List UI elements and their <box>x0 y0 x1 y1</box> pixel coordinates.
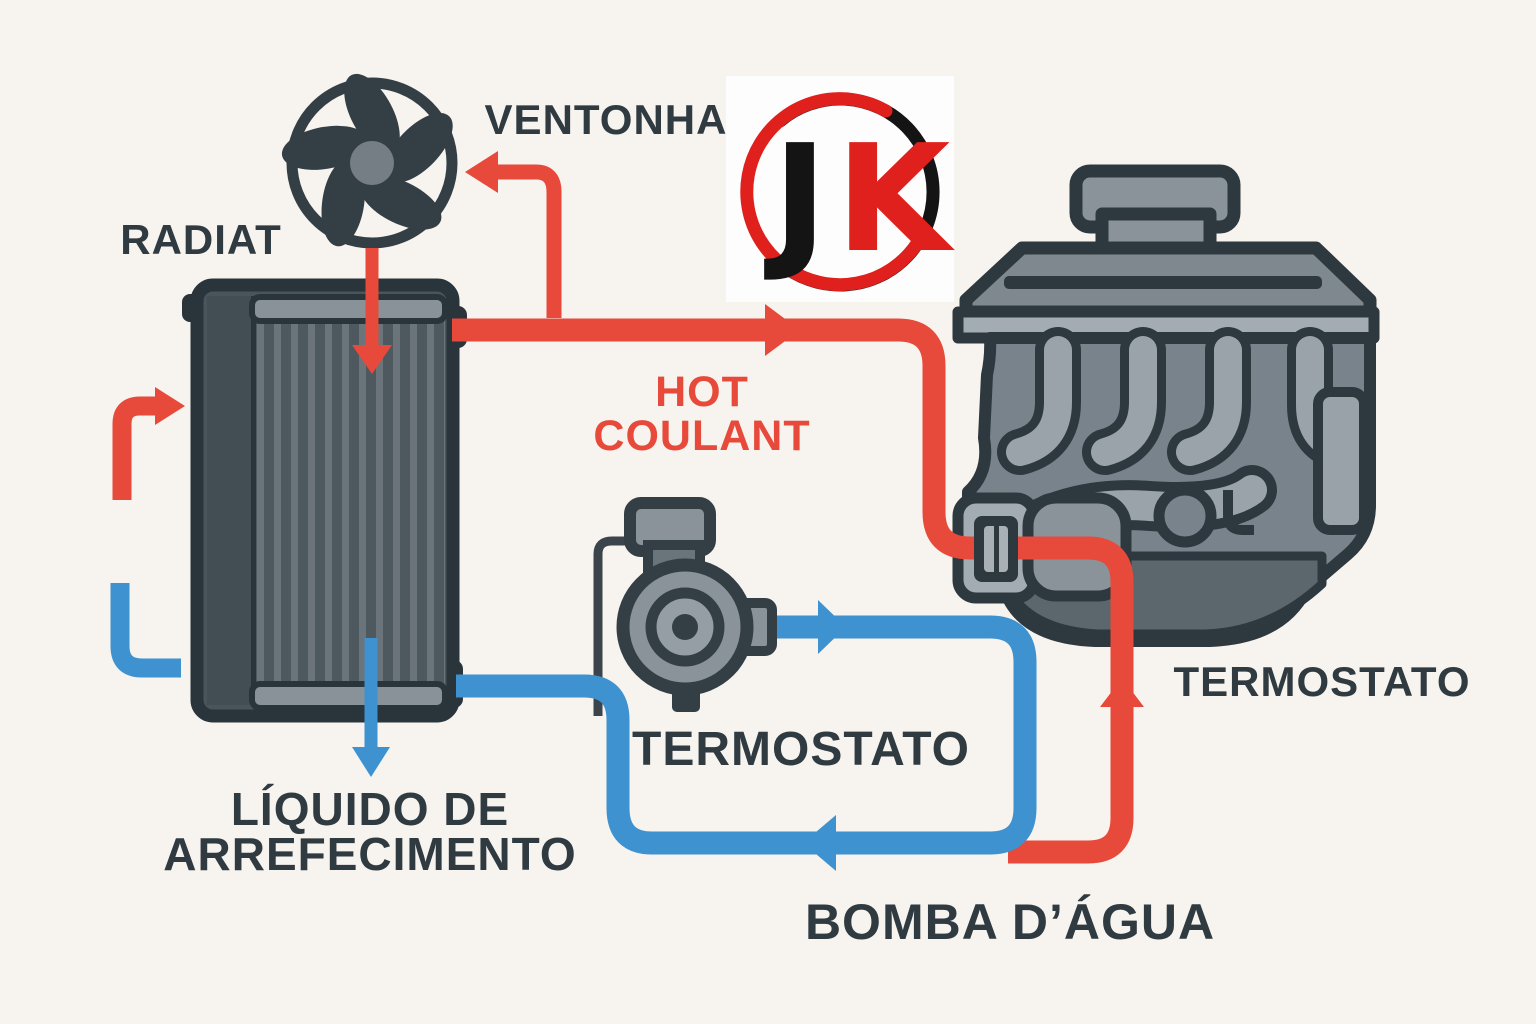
radiator-outlet-air-arrow <box>110 583 181 678</box>
hot-coolant-label-line1: HOT <box>655 368 749 416</box>
fan-feed-arrow <box>465 151 562 318</box>
hot-flow-arrow <box>765 304 800 356</box>
water-pump-label: BOMBA D’ÁGUA <box>804 894 1216 950</box>
thermostat-center-label: TERMOSTATO <box>632 723 970 776</box>
pump-bracket <box>593 536 633 716</box>
radiator-inlet-air-arrow <box>112 387 185 500</box>
hot-flow-arrow <box>1100 678 1144 707</box>
water-pump-icon <box>616 497 777 712</box>
jk-logo: J K <box>726 76 956 302</box>
logo-red-arc <box>740 92 923 292</box>
cold-flow-arrow <box>818 600 846 654</box>
coolant-liquid-arrow <box>352 638 390 777</box>
thermostat-right-label: TERMOSTATO <box>1173 658 1471 705</box>
cold-coolant-pipe <box>456 600 1037 871</box>
hot-coolant-pipe <box>452 304 1144 864</box>
fan-to-radiator-arrow <box>352 248 392 374</box>
cold-flow-arrow <box>803 815 836 871</box>
engine-inlet-flange <box>974 516 1018 582</box>
hot-coolant-label-line2: COULANT <box>593 412 811 460</box>
coolant-liquid-label: LÍQUIDO DE ARREFECIMENTO <box>163 783 577 880</box>
logo-letter-k: K <box>836 113 956 285</box>
coolant-liquid-label-line2: ARREFECIMENTO <box>163 828 577 880</box>
fan-label: VENTONHA <box>484 96 728 143</box>
radiator-label: RADIAT <box>120 216 282 263</box>
engine-icon <box>952 164 1380 647</box>
fan-icon <box>281 73 458 249</box>
hot-coolant-label: HOT COULANT <box>593 370 810 458</box>
coolant-liquid-label-line1: LÍQUIDO DE <box>230 783 510 835</box>
logo-letter-j: J <box>763 113 827 285</box>
radiator-icon <box>182 278 467 723</box>
